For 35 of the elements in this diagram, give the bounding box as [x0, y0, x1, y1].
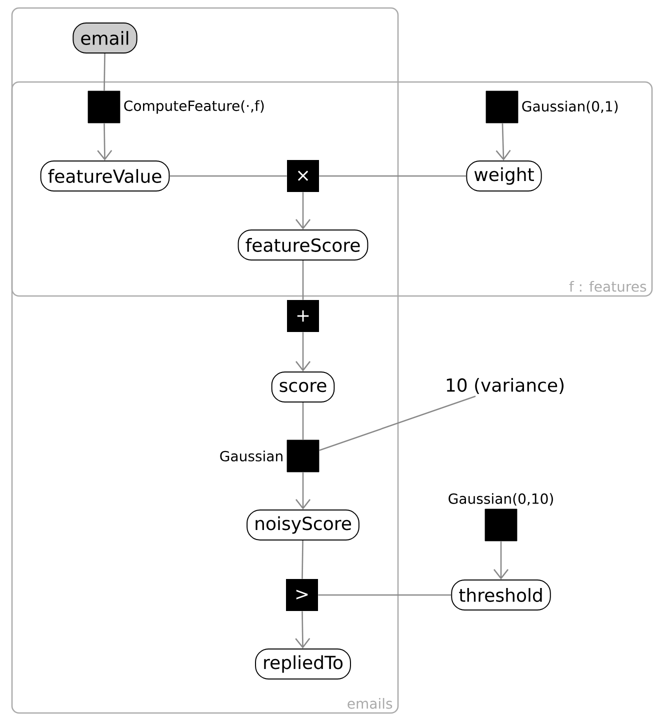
parameter-label: 10 (variance) — [446, 378, 564, 394]
factor-square — [88, 90, 120, 124]
variable-node: repliedTo — [255, 648, 351, 680]
connector — [318, 594, 452, 596]
connector — [97, 123, 112, 160]
variable-node: featureScore — [238, 230, 368, 260]
connector — [296, 332, 311, 372]
connector — [496, 123, 511, 160]
factor-square — [286, 440, 320, 472]
variable-node: score — [271, 372, 335, 402]
factor-label: Gaussian(0,10) — [448, 493, 553, 506]
variable-node: featureValue — [40, 160, 170, 192]
factor-label: ComputeFeature(·,f) — [124, 100, 264, 114]
connector — [302, 540, 304, 579]
factor-label: Gaussian — [220, 450, 282, 462]
connector — [302, 402, 304, 440]
connector — [296, 472, 311, 510]
factor-square: > — [286, 579, 318, 611]
factor-square: × — [287, 160, 319, 192]
variable-node: email — [72, 22, 138, 54]
connector — [104, 53, 106, 91]
factor-label: Gaussian(0,1) — [522, 100, 618, 114]
connector — [494, 541, 509, 580]
connector — [295, 611, 310, 648]
factor-square — [484, 508, 518, 542]
variable-node: noisyScore — [246, 510, 360, 540]
connector — [296, 192, 311, 230]
factor-square — [486, 90, 518, 124]
connector — [170, 175, 287, 177]
connector — [319, 175, 466, 177]
connector — [302, 260, 304, 300]
connector — [319, 396, 476, 452]
variable-node: threshold — [451, 580, 551, 610]
factor-square: + — [287, 300, 319, 332]
variable-node: weight — [466, 160, 542, 192]
